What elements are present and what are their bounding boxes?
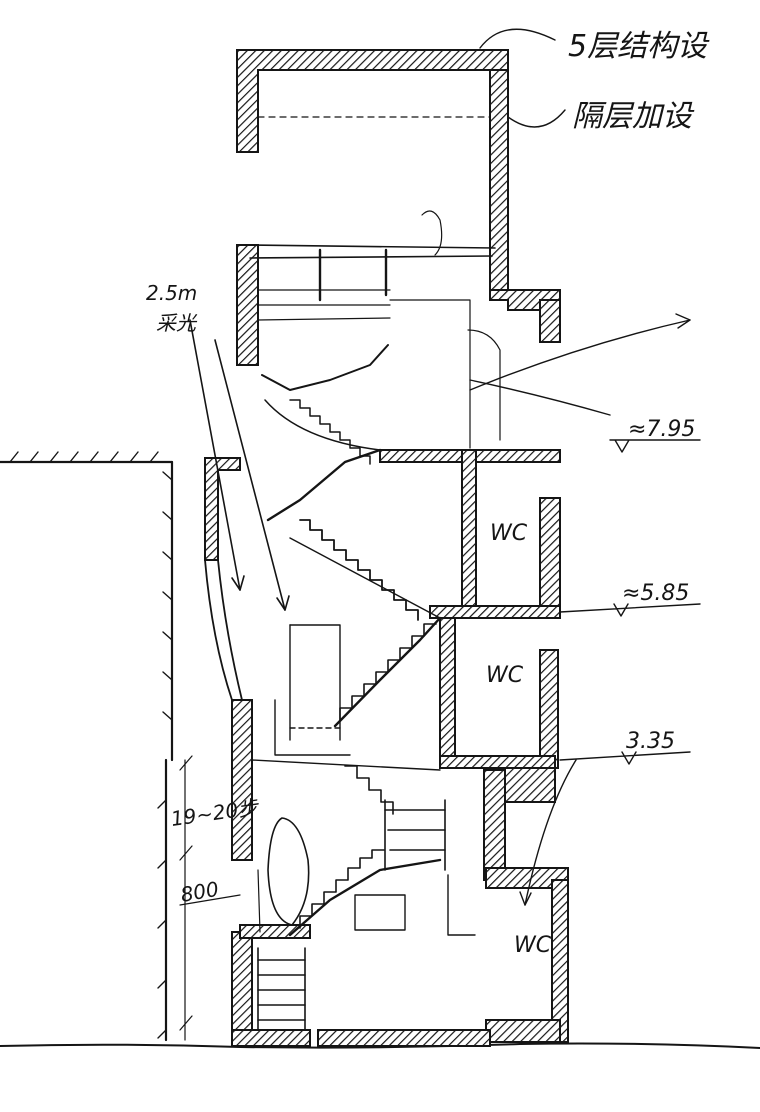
floor-slabs [231,449,561,1047]
wc-label-lower: WC [514,933,552,958]
interior-details [251,210,501,936]
wc-label-upper: WC [490,521,528,546]
ground-line [0,1042,760,1049]
roof-walls [236,49,509,366]
wc-label-middle: WC [486,663,524,688]
stairs [257,344,446,1031]
level-markers [559,439,701,765]
neighbor-building [0,451,174,1042]
dimension-marks [179,755,241,1041]
annotation-leaders [479,28,566,128]
roof-annotation-top: 5层结构设 [568,29,710,64]
level-label-upper: ≈7.95 [628,417,695,442]
left-walls [204,457,253,1043]
level-label-middle: ≈5.85 [622,581,689,606]
level-label-lower: 3.35 [626,729,675,754]
skylight-note-size: 2.5m [146,281,197,305]
light-arrows [189,313,691,906]
roof-annotation-second: 隔层加设 [572,99,695,134]
width-dimension: 800 [179,877,221,907]
right-walls [483,289,569,1043]
skylight-note-label: 采光 [156,311,198,335]
